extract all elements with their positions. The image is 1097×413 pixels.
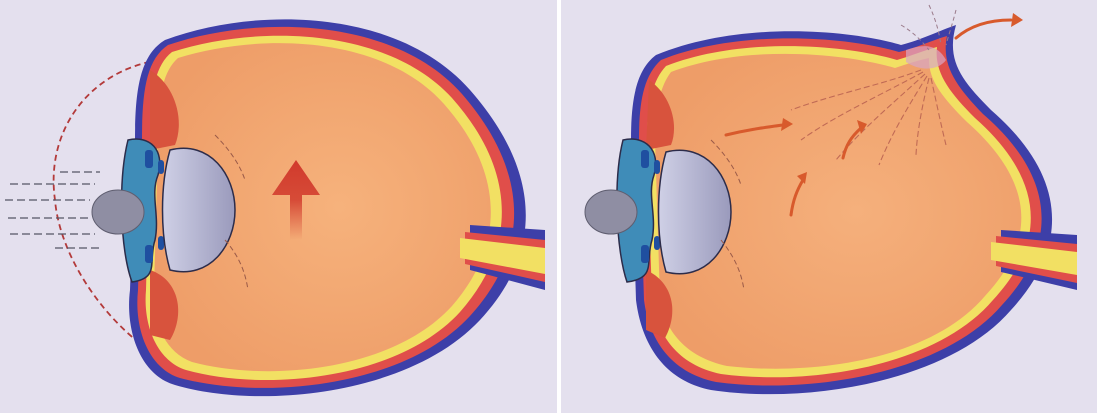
right-eye-diagram xyxy=(561,0,1097,413)
cornea-object xyxy=(92,190,144,234)
right-panel xyxy=(561,0,1097,413)
cornea-object xyxy=(585,190,637,234)
light-rays xyxy=(5,172,100,248)
arrow-top-right xyxy=(956,20,1011,38)
left-eye-diagram xyxy=(0,0,557,413)
left-panel xyxy=(0,0,557,413)
